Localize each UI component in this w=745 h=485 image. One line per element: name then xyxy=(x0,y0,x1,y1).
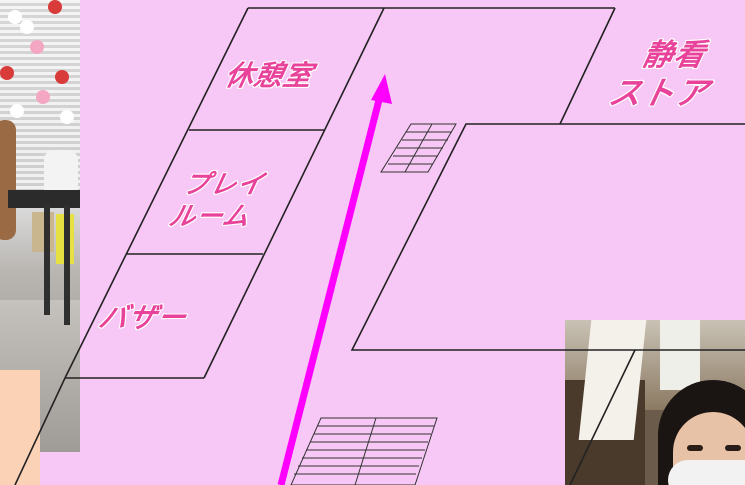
paper-flower xyxy=(8,10,22,24)
white-cloth xyxy=(660,320,700,390)
table-leg xyxy=(44,205,50,315)
paper-flower xyxy=(48,0,62,14)
table xyxy=(8,190,80,208)
direction-arrow-icon xyxy=(277,74,392,485)
paper-flower xyxy=(60,110,74,124)
paper-flower xyxy=(0,66,14,80)
paper-flower xyxy=(20,20,34,34)
wall-line xyxy=(559,7,616,125)
wall-line xyxy=(203,7,385,379)
right-photo xyxy=(565,320,745,485)
wall-line xyxy=(64,7,249,379)
wall-line xyxy=(14,377,66,485)
paper-flower xyxy=(36,90,50,104)
paper-flower xyxy=(30,40,44,54)
room-label-playroom-line2: ルーム xyxy=(166,202,253,232)
paper-flower xyxy=(55,70,69,84)
eye xyxy=(687,445,703,451)
room-label-rest-room: 休憩室 xyxy=(222,59,317,92)
paper-flower xyxy=(10,104,24,118)
room-label-bazaar: バザー xyxy=(96,301,191,334)
stairs-icon xyxy=(290,417,438,485)
face-mask xyxy=(668,460,745,485)
wall-line xyxy=(350,123,745,351)
person xyxy=(0,120,16,240)
wall-line xyxy=(569,349,636,485)
room-label-store-line2: ストア xyxy=(605,74,713,112)
table-leg xyxy=(64,205,70,325)
stairs-icon xyxy=(380,123,457,173)
peach-area xyxy=(0,370,40,485)
plastic-bag xyxy=(44,150,78,194)
eye xyxy=(725,445,741,451)
